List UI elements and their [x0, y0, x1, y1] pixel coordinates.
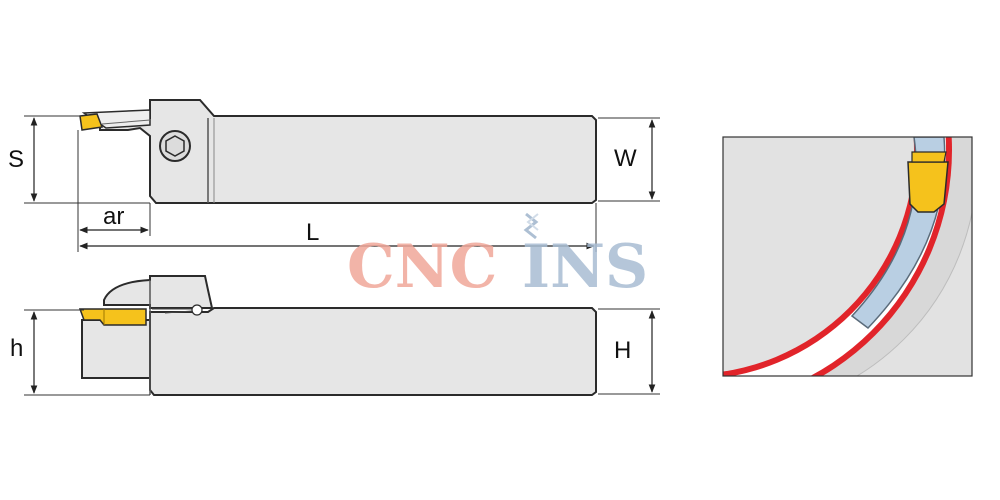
- top-view-holder-body: [99, 99, 597, 204]
- side-view-dimensions: h H: [10, 308, 660, 396]
- detail-insert: [907, 161, 949, 213]
- s-label: S: [8, 146, 24, 173]
- w-label: W: [614, 145, 637, 172]
- watermark-part1: CNC: [347, 232, 497, 302]
- side-view-head-block: [81, 319, 151, 379]
- top-view-insert: [79, 113, 104, 131]
- watermark-drill-icon: [523, 212, 539, 240]
- side-view: [78, 275, 597, 396]
- big-h-label: H: [614, 337, 631, 364]
- clamp-screw-icon: [159, 130, 191, 162]
- top-view-dimensions: S ar L W: [8, 115, 660, 252]
- h-label: h: [10, 335, 23, 362]
- top-view: [79, 99, 597, 204]
- detail-view-frame: [722, 136, 973, 377]
- side-view-shank: [149, 307, 597, 396]
- top-view-blade-line: [101, 119, 151, 125]
- detail-view: [722, 136, 973, 377]
- watermark-part2: INS: [522, 232, 648, 302]
- l-label: L: [306, 219, 319, 246]
- side-view-clamp: [103, 275, 214, 309]
- cncins-watermark: CNC INS: [347, 212, 648, 302]
- side-view-screw-icon: [152, 304, 203, 316]
- ar-label: ar: [103, 203, 124, 230]
- groove-inner-region: [723, 137, 914, 372]
